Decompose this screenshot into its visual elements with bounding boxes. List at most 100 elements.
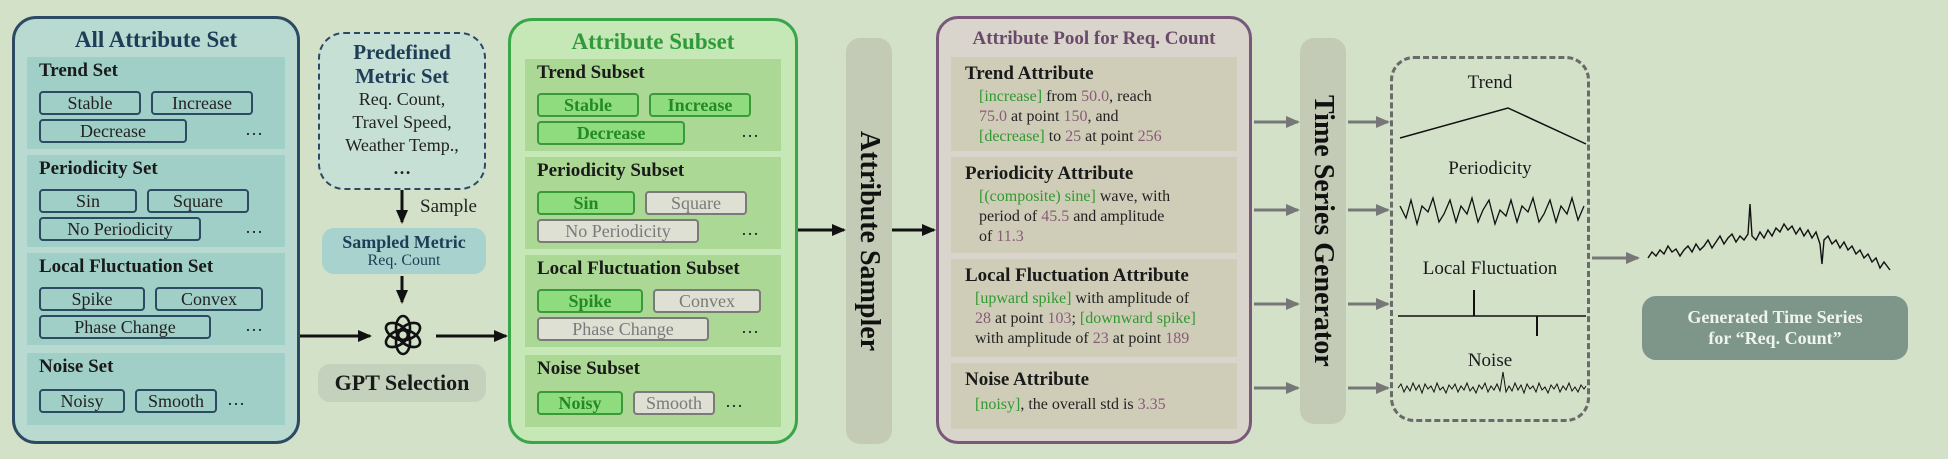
- chip-square-unselected: Square: [645, 191, 747, 215]
- generated-series-wave: [1647, 203, 1891, 271]
- noise-set-more: …: [227, 389, 245, 409]
- attribute-sampler-label: Attribute Sampler: [854, 130, 885, 352]
- chip-no-periodicity: No Periodicity: [39, 217, 201, 241]
- periodicity-subset-title: Periodicity Subset: [537, 160, 685, 181]
- chip-spike: Spike: [39, 287, 145, 311]
- noise-subset-more: …: [725, 391, 743, 411]
- local-token: ;: [1071, 310, 1080, 327]
- local-set-more: …: [245, 315, 263, 335]
- trend-token: , and: [1087, 108, 1119, 125]
- attribute-pool-box: Attribute Pool for Req. Count Trend Attr…: [936, 16, 1252, 444]
- local-token: [upward spike]: [975, 290, 1072, 307]
- local-fluctuation-wave: [1398, 290, 1586, 336]
- chip-smooth-unselected: Smooth: [633, 391, 715, 415]
- chip-decrease: Decrease: [39, 119, 187, 143]
- gpt-selection-label: GPT Selection: [318, 364, 486, 402]
- local-subset-more: …: [741, 317, 759, 337]
- noise-attribute-text: [noisy], the overall std is 3.35: [975, 395, 1166, 415]
- chip-noisy: Noisy: [39, 389, 125, 413]
- noise-attribute-panel: Noise Attribute [noisy], the overall std…: [951, 363, 1237, 429]
- metric-item: Req. Count,: [358, 89, 446, 109]
- trend-subset-title: Trend Subset: [537, 62, 645, 83]
- trend-token: 256: [1137, 128, 1162, 145]
- noise-token: 3.35: [1137, 396, 1166, 413]
- predefined-metric-set-box: Predefined Metric Set Req. Count, Travel…: [318, 32, 486, 190]
- attribute-pool-title: Attribute Pool for Req. Count: [972, 28, 1216, 49]
- arrows-pool-to-generator: [1254, 116, 1300, 394]
- chip-square: Square: [147, 189, 249, 213]
- trend-token: 75.0: [979, 108, 1007, 125]
- trend-token: 50.0: [1081, 88, 1110, 105]
- noise-subset-title: Noise Subset: [537, 358, 640, 379]
- metric-item: Travel Speed,: [352, 112, 452, 132]
- local-fluctuation-attribute-text: [upward spike] with amplitude of 28 at p…: [975, 289, 1196, 349]
- periodicity-token: [(composite) sine]: [979, 188, 1096, 205]
- trend-token: at point: [1081, 128, 1138, 145]
- chip-convex: Convex: [155, 287, 263, 311]
- local-fluctuation-set-title: Local Fluctuation Set: [39, 256, 214, 277]
- chip-noisy-selected: Noisy: [537, 391, 623, 415]
- trend-token: from: [1042, 88, 1082, 105]
- chip-sin: Sin: [39, 189, 137, 213]
- trend-token: 150: [1063, 108, 1088, 125]
- trend-component-label: Trend: [1467, 72, 1513, 93]
- periodicity-attribute-title: Periodicity Attribute: [965, 163, 1134, 184]
- local-token: 28: [975, 310, 991, 327]
- local-token: at point: [991, 310, 1048, 327]
- all-attribute-set-box: All Attribute Set Trend Set Stable Incre…: [12, 16, 300, 444]
- sampled-metric-value: Req. Count: [367, 252, 441, 269]
- trend-attribute-text: [increase] from 50.0, reach 75.0 at poin…: [979, 87, 1162, 147]
- noise-set-panel: Noise Set Noisy Smooth …: [27, 353, 285, 425]
- trend-token: at point: [1007, 108, 1064, 125]
- periodicity-set-more: …: [245, 217, 263, 237]
- trend-token: [increase]: [979, 88, 1043, 105]
- chip-increase: Increase: [151, 91, 253, 115]
- chip-phase-change: Phase Change: [39, 315, 211, 339]
- chip-no-periodicity-unselected: No Periodicity: [537, 219, 699, 243]
- sampled-metric-box: Sampled Metric Req. Count: [322, 228, 486, 274]
- periodicity-subset-panel: Periodicity Subset Sin Square No Periodi…: [525, 157, 781, 249]
- result-line2: for “Req. Count”: [1708, 328, 1842, 348]
- generated-time-series-badge: Generated Time Series for “Req. Count”: [1642, 296, 1908, 360]
- openai-logo-icon: [384, 314, 422, 356]
- local-fluctuation-attribute-panel: Local Fluctuation Attribute [upward spik…: [951, 259, 1237, 357]
- noise-component-label: Noise: [1467, 350, 1513, 371]
- chip-increase-selected: Increase: [649, 93, 751, 117]
- chip-phase-change-unselected: Phase Change: [537, 317, 709, 341]
- trend-subset-panel: Trend Subset Stable Increase Decrease …: [525, 59, 781, 151]
- result-line1: Generated Time Series: [1687, 307, 1863, 327]
- noise-subset-panel: Noise Subset Noisy Smooth …: [525, 355, 781, 427]
- trend-set-panel: Trend Set Stable Increase Decrease …: [27, 57, 285, 149]
- periodicity-component-label: Periodicity: [1448, 158, 1532, 179]
- component-waves-box: [1390, 56, 1590, 422]
- periodicity-token: of: [979, 228, 997, 245]
- time-series-generator-bar: Time Series Generator: [1300, 38, 1346, 424]
- local-fluctuation-subset-panel: Local Fluctuation Subset Spike Convex Ph…: [525, 255, 781, 347]
- periodicity-token: 11.3: [996, 228, 1024, 245]
- periodicity-wave: [1399, 195, 1585, 227]
- trend-attribute-panel: Trend Attribute [increase] from 50.0, re…: [951, 57, 1237, 151]
- noise-attribute-title: Noise Attribute: [965, 369, 1090, 390]
- time-series-generator-label: Time Series Generator: [1308, 95, 1339, 367]
- metric-item-more: …: [393, 158, 411, 178]
- attribute-subset-box: Attribute Subset Trend Subset Stable Inc…: [508, 18, 798, 444]
- periodicity-attribute-text: [(composite) sine] wave, with period of …: [979, 187, 1170, 247]
- local-fluctuation-component-label: Local Fluctuation: [1422, 258, 1558, 279]
- periodicity-set-panel: Periodicity Set Sin Square No Periodicit…: [27, 155, 285, 247]
- periodicity-token: wave, with: [1095, 188, 1171, 205]
- chip-convex-unselected: Convex: [653, 289, 761, 313]
- periodicity-set-title: Periodicity Set: [39, 158, 158, 179]
- chip-spike-selected: Spike: [537, 289, 643, 313]
- local-token: with amplitude of: [1071, 290, 1190, 307]
- sampled-metric-title: Sampled Metric: [342, 232, 466, 252]
- local-token: 23: [1092, 330, 1109, 347]
- local-token: 189: [1165, 330, 1190, 347]
- noise-set-title: Noise Set: [39, 356, 114, 377]
- trend-token: 25: [1065, 128, 1082, 145]
- predefined-title-line1: Predefined: [353, 40, 451, 64]
- local-token: at point: [1108, 330, 1166, 347]
- local-fluctuation-subset-title: Local Fluctuation Subset: [537, 258, 740, 279]
- periodicity-attribute-panel: Periodicity Attribute [(composite) sine]…: [951, 157, 1237, 253]
- trend-set-more: …: [245, 119, 263, 139]
